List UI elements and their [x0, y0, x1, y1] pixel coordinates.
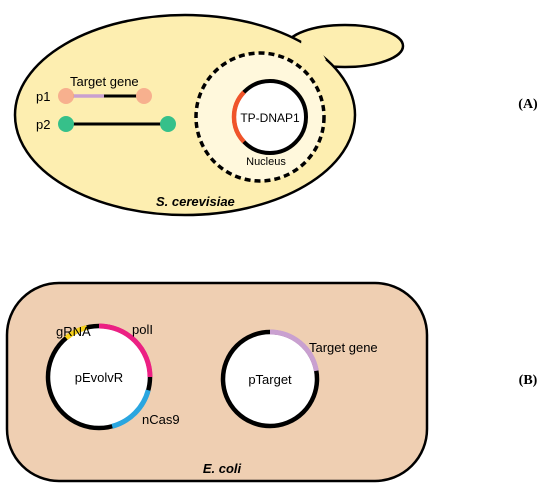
- p2-terminal-protein-right: [160, 116, 176, 132]
- bud-seam-cover: [300, 36, 326, 61]
- ptarget-target-gene-segment: [269, 329, 319, 372]
- grna-label: gRNA: [56, 324, 91, 339]
- tp-dnap1-label: TP-DNAP1: [240, 111, 300, 125]
- pevolvr-label: pEvolvR: [75, 370, 123, 385]
- ptarget-label: pTarget: [248, 372, 292, 387]
- panel-label-a: (A): [518, 97, 538, 112]
- panel-a: Nucleus TP-DNAP1 p1 Target gene p2 S. ce…: [13, 13, 405, 217]
- p1-label: p1: [36, 89, 50, 104]
- tp-dnap1-segment: [231, 90, 246, 144]
- organism-label-a: S. cerevisiae: [156, 194, 235, 209]
- ncas9-label: nCas9: [142, 412, 180, 427]
- organism-label-b: E. coli: [203, 461, 242, 476]
- ncas9-segment: [111, 389, 151, 429]
- p2-label: p2: [36, 117, 50, 132]
- ptarget-target-gene-label: Target gene: [309, 340, 378, 355]
- p1-target-gene-label: Target gene: [70, 74, 139, 89]
- panel-label-b: (B): [519, 373, 538, 388]
- poli-label: polI: [132, 322, 153, 337]
- panel-b: pEvolvR gRNA polI nCas9 pTarget Target g…: [5, 281, 429, 483]
- grna-segment: [64, 325, 88, 340]
- nucleus-label: Nucleus: [246, 156, 286, 168]
- p1-terminal-protein-left: [58, 88, 74, 104]
- p1-terminal-protein-right: [136, 88, 152, 104]
- p2-terminal-protein-left: [58, 116, 74, 132]
- poli-segment: [98, 323, 153, 378]
